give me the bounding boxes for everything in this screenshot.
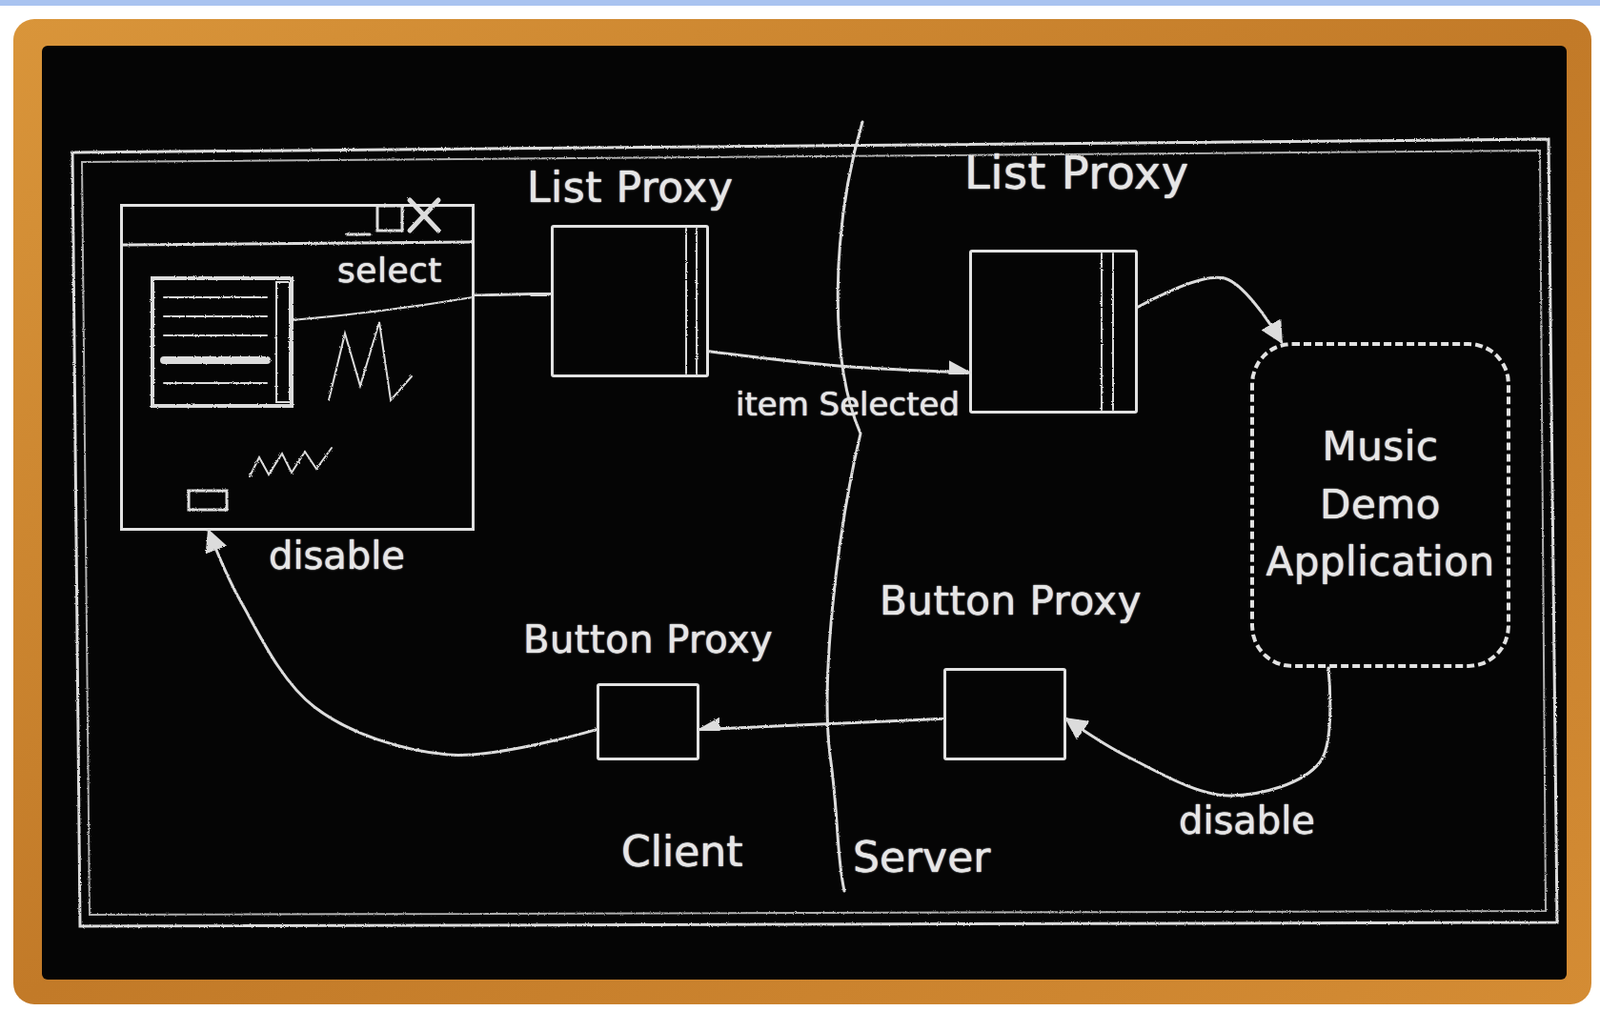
window-button: [188, 490, 227, 510]
window-title-bar: [122, 242, 472, 245]
list-box: [152, 278, 292, 406]
proxy-box: Button Proxy: [596, 683, 700, 761]
arrow-connector: [474, 293, 551, 296]
arrow-connector: [708, 351, 970, 373]
list-item: [163, 296, 267, 299]
selected-list-item: [163, 356, 267, 365]
wood-frame: [13, 19, 1592, 1005]
minimize-button: [346, 233, 370, 237]
arrow-connector: [1137, 277, 1282, 343]
proxy-box: List Proxy: [550, 224, 709, 378]
side-label: Server: [852, 832, 991, 882]
arrow-connector: [1066, 668, 1331, 796]
arrow-connector: [208, 530, 597, 755]
chalkboard: [41, 45, 1567, 980]
app-window: select: [120, 203, 475, 531]
arrow-connector: [699, 718, 944, 730]
node-title: List Proxy: [526, 162, 733, 212]
list-item: [163, 382, 267, 385]
proxy-bar: [1112, 253, 1114, 410]
top-strip: [0, 0, 1600, 6]
application-box: Music Demo Application: [1250, 342, 1511, 669]
list-item: [163, 315, 267, 318]
action-label: select: [337, 250, 443, 290]
list-scrollbar: [276, 282, 290, 403]
proxy-box: List Proxy: [969, 249, 1138, 414]
connector-label: disable: [268, 533, 406, 578]
node-title: Music Demo Application: [1265, 418, 1495, 593]
window-scribble: [249, 447, 332, 477]
proxy-bar: [1100, 253, 1103, 410]
chalk-frame: [81, 150, 1546, 915]
node-title: List Proxy: [964, 145, 1190, 200]
node-title: Button Proxy: [879, 577, 1142, 625]
window-scribble: [328, 322, 412, 401]
maximize-button: [377, 205, 403, 231]
connector-label: disable: [1178, 798, 1316, 843]
side-label: Client: [621, 827, 743, 876]
proxy-box: Button Proxy: [943, 668, 1067, 761]
node-title: Button Proxy: [523, 617, 773, 662]
proxy-bar: [685, 228, 688, 374]
connector-label: item Selected: [735, 384, 960, 424]
client-server-divider: [827, 121, 863, 892]
select-lead: [291, 297, 473, 321]
proxy-bar: [695, 228, 698, 374]
list-item: [163, 334, 267, 337]
chalk-frame: [72, 139, 1558, 927]
